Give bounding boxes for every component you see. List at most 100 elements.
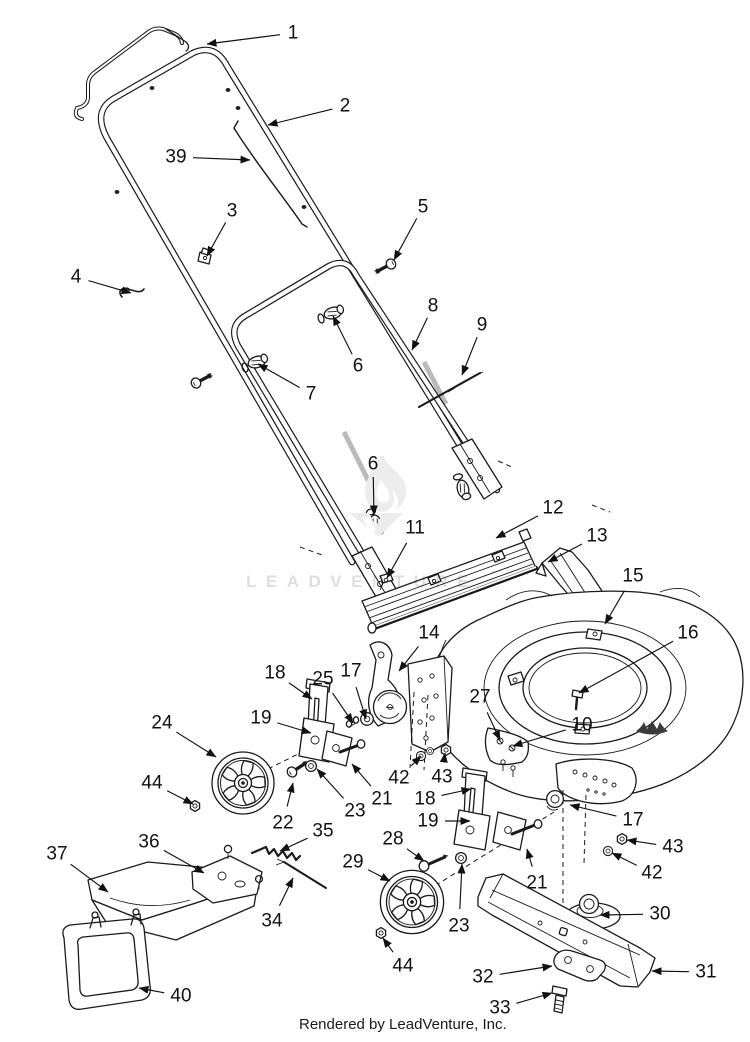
callout-leader-11 (386, 542, 408, 579)
callout-leader-25 (332, 692, 354, 724)
part-callout-22: 22 (272, 813, 293, 834)
part-callout-40: 40 (170, 986, 191, 1007)
throttle-cable (233, 120, 308, 228)
part-callout-19: 19 (417, 811, 438, 832)
callout-leader-35 (279, 837, 308, 852)
part-callout-43: 43 (662, 837, 683, 858)
callout-leader-19 (277, 722, 312, 735)
callout-leader-36 (163, 849, 205, 874)
callout-leader-34 (278, 877, 294, 906)
part-callout-42: 42 (388, 768, 409, 789)
part-callout-25: 25 (312, 669, 333, 690)
callout-leader-18 (288, 682, 313, 700)
callout-leader-15 (604, 590, 625, 625)
part-callout-19: 19 (250, 708, 271, 729)
callout-leader-44 (166, 790, 194, 805)
part-callout-14: 14 (418, 623, 440, 644)
callout-leader-43 (439, 752, 448, 763)
part-callout-7: 7 (306, 384, 317, 405)
part-callout-28: 28 (382, 829, 403, 850)
callout-leader-17 (569, 803, 617, 817)
part-callout-33: 33 (489, 998, 510, 1019)
part-callout-21: 21 (526, 873, 547, 894)
callout-leader-42 (611, 852, 638, 866)
callout-leader-10 (512, 729, 566, 748)
callout-leader-27 (486, 712, 501, 741)
callout-leader-17 (355, 687, 367, 720)
part-callout-6: 6 (368, 454, 379, 475)
upper-handle (97, 46, 474, 566)
callout-leader-1 (206, 34, 281, 47)
part-callout-4: 4 (71, 267, 82, 288)
blade-group (477, 873, 656, 1014)
blade (477, 873, 656, 988)
callout-leader-39 (192, 155, 251, 164)
part-callout-3: 3 (227, 201, 238, 222)
part-callout-15: 15 (622, 566, 643, 587)
part-callout-23: 23 (344, 801, 365, 822)
callout-leader-44 (382, 937, 394, 953)
part-callout-1: 1 (288, 23, 299, 44)
part-callout-8: 8 (428, 296, 439, 317)
callout-leader-21 (351, 763, 372, 787)
callout-leader-21 (525, 848, 534, 867)
chute-spring (250, 845, 302, 862)
part-callout-10: 10 (571, 715, 592, 736)
callout-leader-24 (176, 731, 217, 758)
part-callout-12: 12 (542, 498, 563, 519)
callout-leader-22 (286, 782, 295, 807)
callout-leader-23 (457, 863, 466, 910)
part-callout-5: 5 (418, 197, 429, 218)
part-callout-24: 24 (151, 713, 173, 734)
part-callout-34: 34 (261, 911, 283, 932)
part-callout-36: 36 (138, 832, 159, 853)
lower-handle (231, 259, 501, 614)
callout-leader-43 (626, 837, 657, 846)
part-callout-17: 17 (622, 810, 643, 831)
deck-pocket (555, 758, 637, 805)
part-callout-18: 18 (264, 663, 285, 684)
leadventure-flame-logo (349, 456, 407, 537)
callout-leader-40 (138, 985, 165, 994)
front-wheel-bracket-stack (189, 678, 452, 813)
callout-leader-16 (578, 640, 674, 694)
callout-leader-31 (651, 967, 690, 976)
part-callout-2: 2 (340, 96, 351, 117)
part-callout-35: 35 (312, 821, 333, 842)
callout-leader-6 (332, 315, 353, 355)
callout-leader-6 (369, 476, 378, 516)
callout-leader-5 (393, 218, 418, 261)
part-callout-30: 30 (649, 904, 670, 925)
part-callout-44: 44 (141, 773, 163, 794)
callout-leader-8 (411, 317, 428, 351)
callout-leader-33 (516, 991, 553, 1004)
callout-leader-13 (547, 543, 583, 563)
side-discharge-cover (62, 908, 151, 1010)
part-callout-17: 17 (340, 661, 361, 682)
part-callout-44: 44 (392, 956, 414, 977)
engine-mount-tabs (507, 628, 603, 735)
part-callout-18: 18 (414, 789, 435, 810)
part-callout-32: 32 (472, 967, 493, 988)
part-callout-13: 13 (586, 526, 607, 547)
part-callout-6: 6 (353, 356, 364, 377)
callout-leader-2 (267, 108, 333, 127)
part-callout-31: 31 (695, 962, 716, 983)
callout-leader-28 (406, 848, 425, 862)
callout-leader-42 (410, 755, 422, 767)
part-callout-23: 23 (448, 916, 469, 937)
callout-leader-4 (88, 280, 132, 295)
callout-leader-29 (367, 869, 391, 882)
callout-leader-32 (499, 963, 553, 975)
rear-baffle (361, 528, 539, 634)
blade-bracket (553, 949, 606, 982)
callout-leader-3 (206, 222, 227, 257)
bail-control-handle (73, 26, 190, 121)
brand-crown-logo (636, 721, 668, 735)
part-callout-9: 9 (477, 315, 488, 336)
callout-leader-30 (599, 910, 644, 919)
part-callout-42: 42 (641, 863, 662, 884)
